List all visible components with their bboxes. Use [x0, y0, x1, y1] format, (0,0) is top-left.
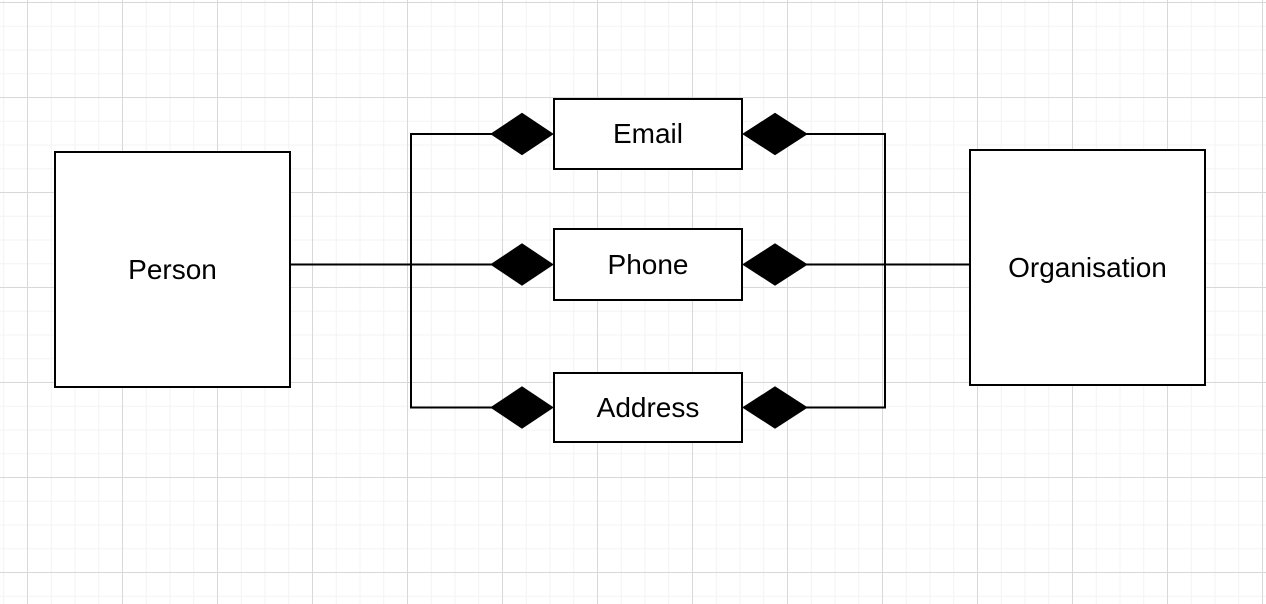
- attribute-email-label: Email: [612, 118, 683, 149]
- diamond-phone-left-icon[interactable]: [490, 243, 554, 286]
- entity-person-label: Person: [128, 253, 217, 285]
- connector-right-branch[interactable]: [806, 133, 886, 409]
- diamond-address-left-icon[interactable]: [490, 386, 554, 429]
- entity-organisation[interactable]: Organisation: [969, 149, 1206, 386]
- diamond-address-right-icon[interactable]: [742, 386, 808, 429]
- connector-left-branch[interactable]: [410, 133, 492, 409]
- attribute-phone-label: Phone: [607, 248, 689, 280]
- diamond-email-left-icon[interactable]: [490, 112, 554, 156]
- attribute-address-label: Address: [596, 391, 700, 423]
- diamond-phone-right-icon[interactable]: [742, 243, 808, 286]
- attribute-email[interactable]: Email: [553, 98, 743, 170]
- attribute-address[interactable]: Address: [553, 372, 743, 443]
- entity-person[interactable]: Person: [54, 151, 291, 388]
- attribute-phone[interactable]: Phone: [553, 228, 743, 301]
- diamond-email-right-icon[interactable]: [742, 112, 808, 156]
- entity-organisation-label: Organisation: [1008, 251, 1167, 283]
